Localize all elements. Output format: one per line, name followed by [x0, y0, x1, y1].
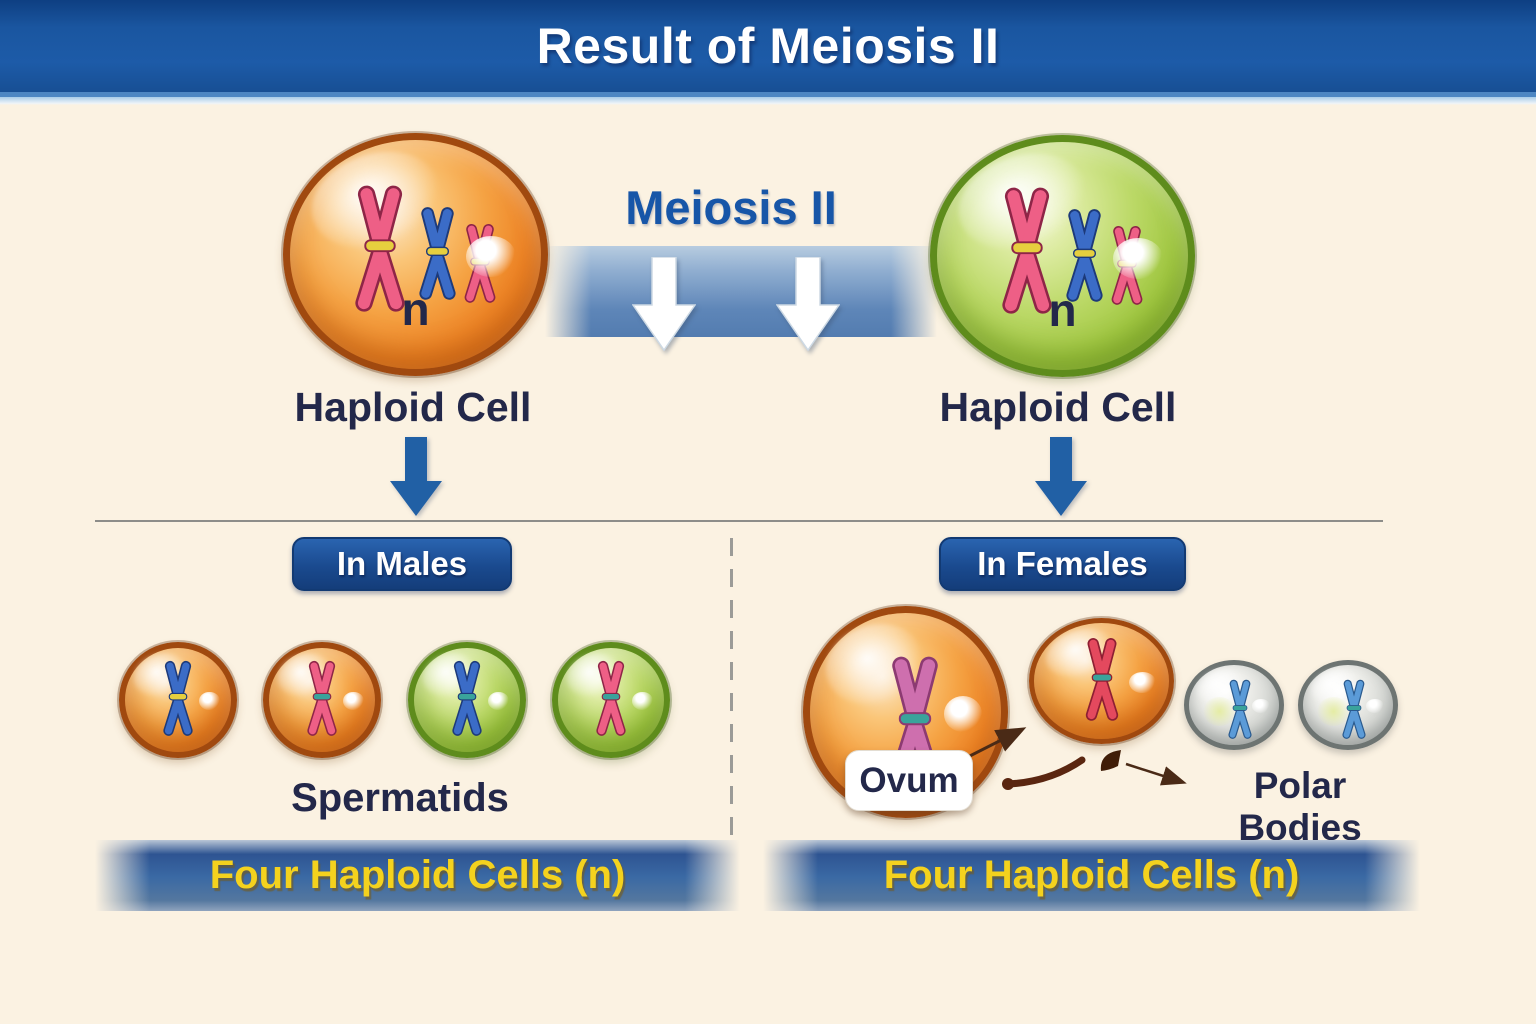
- polar-body-2: [1298, 660, 1398, 750]
- in-females-badge: In Females: [939, 537, 1186, 591]
- polar-body-glow: [1203, 697, 1236, 726]
- chromosome-polar-blue-icon: [1339, 679, 1369, 739]
- spermatid-cell-4: [552, 642, 670, 758]
- polar-body-glow: [1317, 697, 1350, 726]
- males-result-text: Four Haploid Cells (n): [209, 853, 626, 897]
- chromosome-pink-icon: [303, 660, 341, 736]
- title-bar-strip: [0, 92, 1536, 97]
- chromosome-pink-icon: [592, 660, 630, 736]
- females-result-text: Four Haploid Cells (n): [883, 853, 1300, 897]
- title-bar-strip-light: [0, 97, 1536, 105]
- spermatid-cell-2: [263, 642, 381, 758]
- polar-bodies-caption: Polar Bodies: [1238, 765, 1362, 848]
- males-result-band: Four Haploid Cells (n): [95, 840, 740, 911]
- ploidy-label: n: [1048, 284, 1077, 337]
- haploid-cell-caption-left: Haploid Cell: [294, 384, 532, 430]
- chromosome-blue-icon: [159, 660, 197, 736]
- haploid-cell-green: n: [930, 135, 1195, 377]
- page-title: Result of Meiosis II: [536, 18, 1000, 74]
- spermatids-caption: Spermatids: [291, 776, 509, 820]
- in-females-badge-label: In Females: [977, 545, 1148, 582]
- meiosis-flow-band: [545, 246, 937, 337]
- haploid-cell-orange: n: [283, 133, 548, 376]
- spermatid-cell-1: [119, 642, 237, 758]
- white-down-arrow-icon: [632, 257, 696, 351]
- polar-body-1: [1184, 660, 1284, 750]
- females-result-band: Four Haploid Cells (n): [763, 840, 1420, 911]
- chromosome-blue-icon: [448, 660, 486, 736]
- spermatid-cell-3: [408, 642, 526, 758]
- vertical-dashed-divider: [730, 538, 733, 906]
- pointer-arrows-icon: [957, 727, 1187, 790]
- small-ovum-cell: [1029, 618, 1174, 744]
- ploidy-label: n: [401, 282, 430, 335]
- chromosome-polar-blue-icon: [1225, 679, 1255, 739]
- blue-down-arrow-icon: [390, 437, 442, 516]
- horizontal-divider: [95, 520, 1383, 522]
- title-bar: Result of Meiosis II: [0, 0, 1536, 92]
- blue-down-arrow-icon: [1035, 437, 1087, 516]
- in-males-badge-label: In Males: [336, 545, 468, 582]
- white-down-arrow-icon: [776, 257, 840, 351]
- meiosis-ii-label: Meiosis II: [625, 181, 837, 234]
- ovum-label-box: Ovum: [845, 750, 973, 811]
- in-males-badge: In Males: [292, 537, 512, 591]
- haploid-cell-caption-right: Haploid Cell: [939, 384, 1177, 430]
- ovum-label-text: Ovum: [859, 760, 959, 800]
